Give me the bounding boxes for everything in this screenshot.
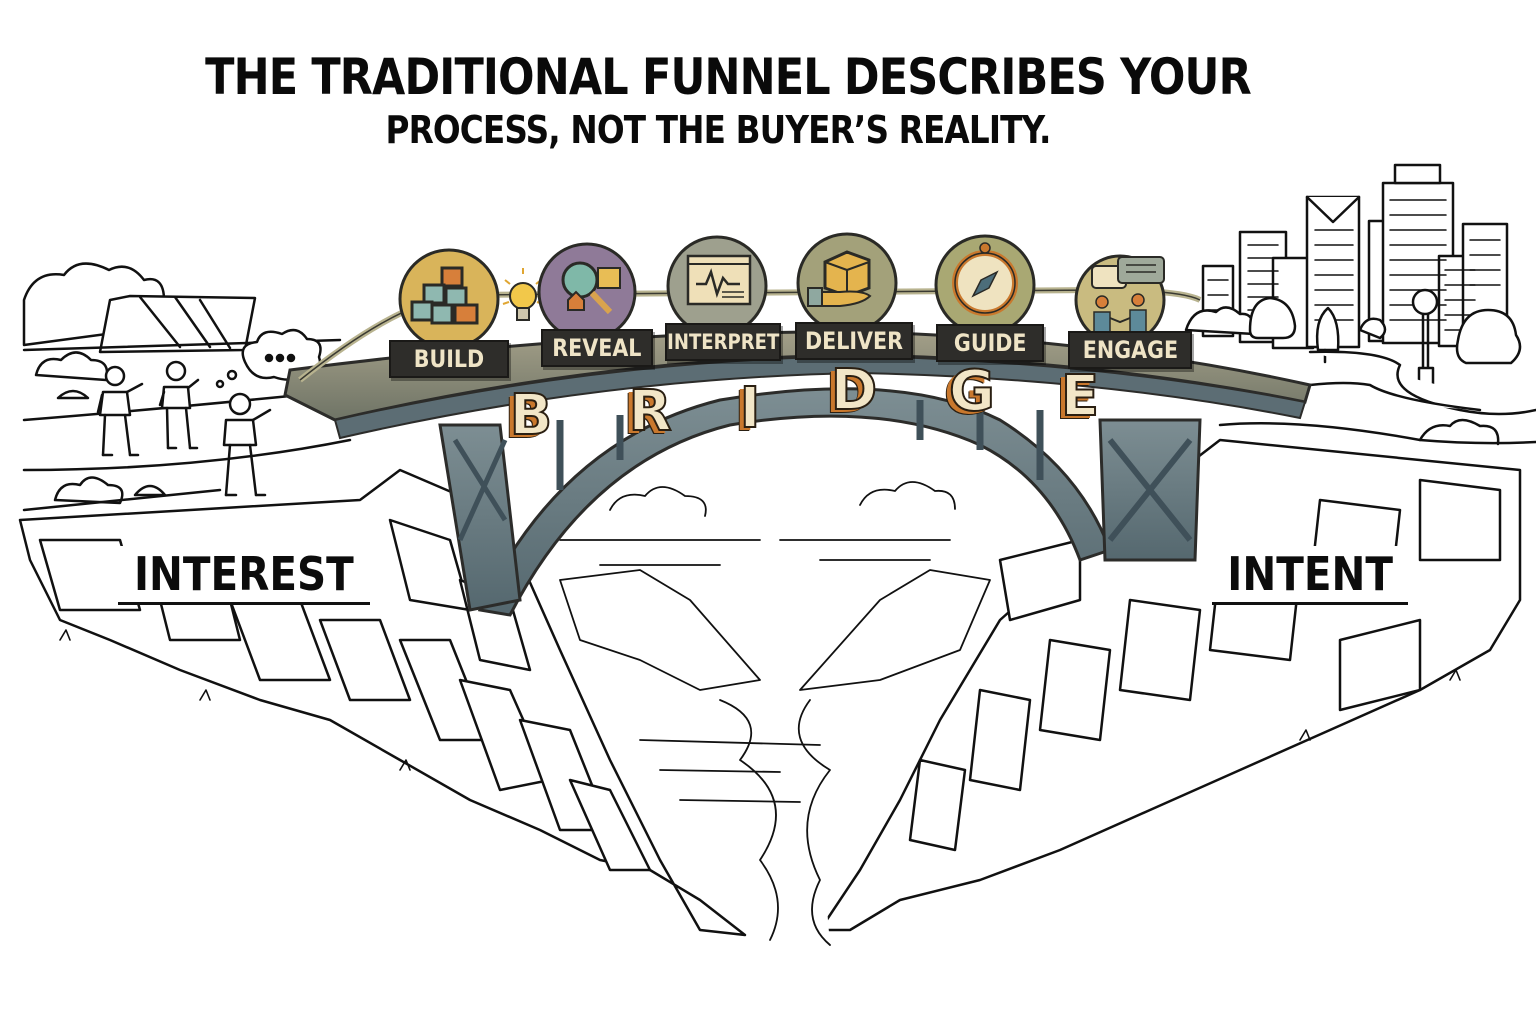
stage-label-guide: GUIDE [936,324,1044,362]
stage-icons [398,232,1166,350]
stage-label-interpret: INTERPRET [665,323,781,361]
intent-label: INTENT [1212,546,1408,605]
distant-canyon [559,481,991,946]
stage-label-deliver: DELIVER [795,322,913,360]
interest-label: INTEREST [118,546,370,605]
bridge-letter-r: R [627,379,672,444]
left-landscape [22,262,382,512]
person-3-icon [222,392,272,497]
headline-line-1: THE TRADITIONAL FUNNEL DESCRIBES YOUR [205,48,1252,106]
bridge-letter-d: D [830,358,878,423]
stacked-blocks-icon [398,248,500,350]
magnifying-glass-icon [537,242,637,342]
stage-label-build: BUILD [389,340,509,378]
bridge-letter-e: E [1060,364,1100,429]
stage-label-engage: ENGAGE [1068,331,1192,369]
chart-window-icon [666,235,768,337]
city-skyline [1184,163,1536,416]
package-hand-icon [796,232,898,334]
lightbulb-icon [502,268,544,321]
person-1-icon [96,365,144,457]
bridge-letter-i: I [739,376,762,441]
person-2-icon [158,360,200,450]
bridge-letter-g: G [948,359,996,424]
compass-icon [934,234,1036,336]
bridge-letter-b: B [509,383,554,448]
headline-line-2: PROCESS, NOT THE BUYER’S REALITY. [385,108,1051,152]
stage-label-reveal: REVEAL [541,329,653,367]
